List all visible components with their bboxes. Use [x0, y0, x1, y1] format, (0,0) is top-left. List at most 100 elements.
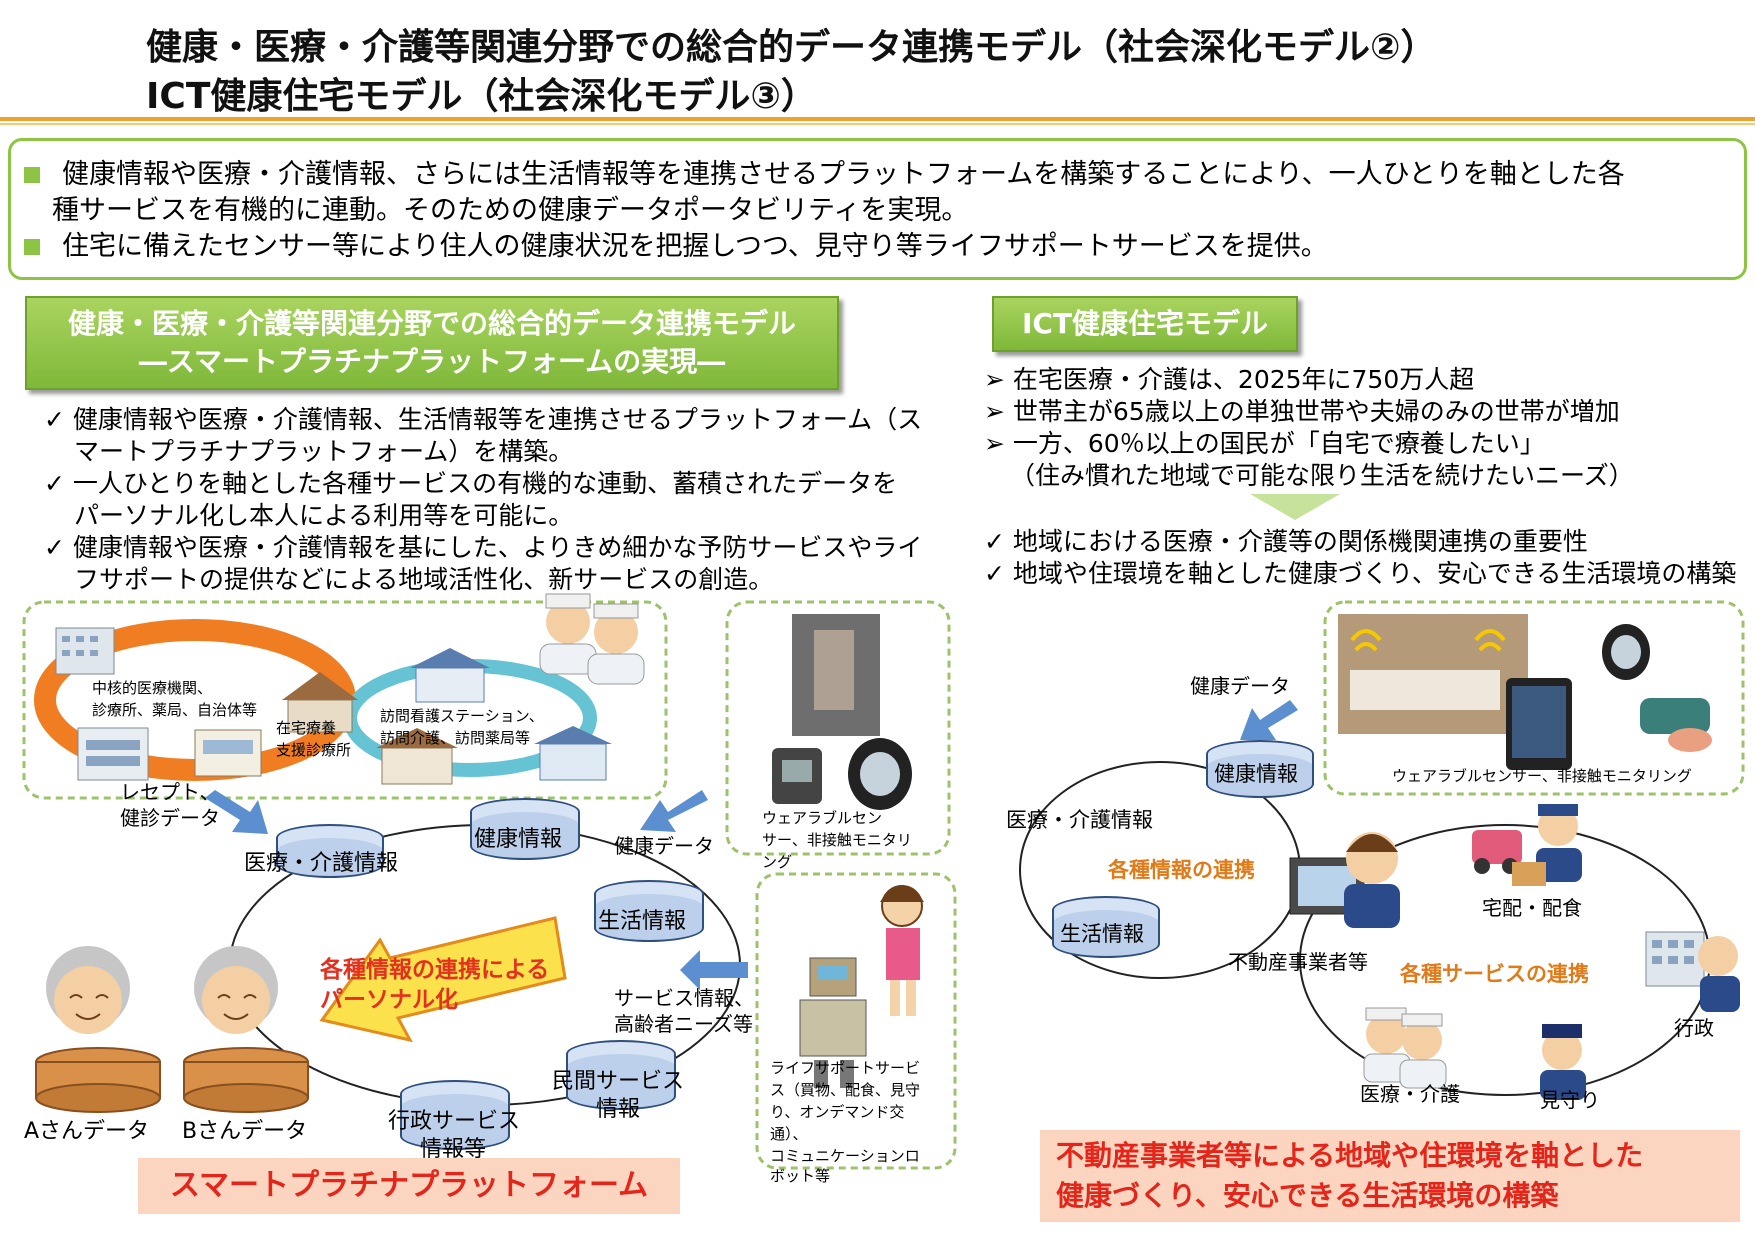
- db-private-label-1: 民間サービス: [552, 1069, 685, 1094]
- checkmark-icon: ✓: [44, 533, 65, 562]
- left-check-1-line1: 健康情報や医療・介護情報、生活情報等を連携させるプラットフォーム（ス: [72, 405, 923, 434]
- right-bullet-1: ➢ 在宅医療・介護は、2025年に750万人超: [984, 364, 1474, 396]
- db-life: [594, 880, 704, 942]
- home-sensor-frame: [1323, 600, 1745, 796]
- summary-bullet1-line2: 種サービスを有機的に連動。そのための健康データポータビリティを実現。: [52, 195, 969, 226]
- left-section-header: 健康・医療・介護等関連分野での総合的データ連携モデル ―スマートプラチナプラット…: [25, 296, 839, 390]
- person-a-data-stack: [35, 1047, 161, 1113]
- db-medical-care-label: 医療・介護情報: [244, 851, 399, 876]
- db-admin-label-2: 情報等: [420, 1137, 487, 1162]
- home-clinic-building-icon: [282, 672, 358, 733]
- service-link-label: 各種サービスの連携: [1400, 962, 1589, 986]
- wearable-label-2: サー、非接触モニタリ: [762, 831, 912, 849]
- right-db-life: [1052, 896, 1160, 958]
- person-b-data-label: Bさんデータ: [182, 1119, 308, 1144]
- right-wearable-label: ウェアラブルセンサー、非接触モニタリング: [1392, 767, 1692, 785]
- left-check-1: ✓ 健康情報や医療・介護情報、生活情報等を連携させるプラットフォーム（ス: [44, 404, 922, 436]
- medical-care-label: 医療・介護: [1360, 1082, 1460, 1106]
- lifesupport-label-3: り、オンデマンド交: [770, 1103, 905, 1121]
- visiting-care-building-icon: [376, 728, 458, 785]
- summary-bullet2: 住宅に備えたセンサー等により住人の健康状況を把握しつつ、見守り等ライフサポートサ…: [24, 229, 1328, 265]
- arrow-bullet-icon: ➢: [984, 365, 1005, 394]
- wearable-label-1: ウェアラブルセン: [762, 809, 883, 827]
- db-private-service: [566, 1040, 676, 1110]
- label-home-clinic-1: 在宅療養: [276, 719, 337, 737]
- right-check-2-text: 地域や住環境を軸とした健康づくり、安心できる生活環境の構築: [1012, 559, 1737, 588]
- doctors-icon: [539, 593, 645, 685]
- wearable-frame: [725, 600, 951, 856]
- lifesupport-label-4: 通）、: [770, 1125, 808, 1143]
- delivery-label: 宅配・配食: [1482, 896, 1582, 920]
- arrow-service-info: [680, 950, 748, 990]
- db-life-label: 生活情報: [598, 909, 687, 934]
- arrow-health-data: [640, 790, 708, 832]
- left-header-line2: ―スマートプラチナプラットフォームの実現―: [138, 345, 726, 378]
- admin-label: 行政: [1674, 1016, 1714, 1040]
- left-check-2-line1: 一人ひとりを軸とした各種サービスの有機的な連動、蓄積されたデータを: [72, 469, 898, 498]
- right-db-life-label: 生活情報: [1060, 922, 1144, 946]
- health-data-label: 健康データ: [614, 834, 714, 858]
- square-bullet-icon: [24, 239, 40, 255]
- right-health-data-label: 健康データ: [1190, 674, 1290, 698]
- db-admin-service: [400, 1080, 510, 1150]
- db-admin-label-1: 行政サービス: [388, 1109, 521, 1134]
- right-check-1-text: 地域における医療・介護等の関係機関連携の重要性: [1012, 527, 1588, 556]
- government-office-icon: [1645, 931, 1740, 1012]
- square-bullet-icon: [24, 167, 40, 183]
- left-check-3: ✓ 健康情報や医療・介護情報を基にした、よりきめ細かな予防サービスやライ: [44, 532, 922, 564]
- personalization-arrow: [319, 916, 567, 1043]
- arrow-receipt: [205, 790, 268, 834]
- label-hospital: 中核的医療機関、: [92, 679, 213, 697]
- right-bullet-3-sub: （住み慣れた地域で可能な限り生活を続けたいニーズ）: [1010, 461, 1634, 490]
- personalization-label-2: パーソナル化: [320, 987, 458, 1013]
- summary-box: [8, 138, 1747, 280]
- receipt-label-2: 健診データ: [120, 806, 220, 830]
- right-bullet-2-text: 世帯主が65歳以上の単独世帯や夫婦のみの世帯が増加: [1012, 397, 1620, 426]
- left-check-2-line2: パーソナル化し本人による利用等を可能に。: [74, 501, 574, 530]
- smart-platinum-banner: スマートプラチナプラットフォーム: [138, 1158, 680, 1214]
- label-clinic: 診療所、薬局、自治体等: [92, 701, 258, 719]
- summary-bullet1: 健康情報や医療・介護情報、さらには生活情報等を連携させるプラットフォームを構築す…: [24, 157, 1625, 193]
- right-bullet-3-text: 一方、60％以上の国民が「自宅で療養したい」: [1012, 429, 1545, 458]
- blood-pressure-monitor-icon: [1640, 698, 1710, 734]
- woman-waving-icon: [880, 885, 924, 1016]
- police-officer-icon: [1540, 1024, 1586, 1100]
- db-health: [470, 798, 580, 860]
- service-info-label-2: 高齢者ニーズ等: [614, 1012, 753, 1036]
- delivery-person-icon: [1472, 804, 1582, 886]
- label-home-clinic-2: 支援診療所: [276, 741, 352, 759]
- checkmark-icon: ✓: [984, 559, 1005, 588]
- page-title-line2: ICT健康住宅モデル（社会深化モデル③）: [146, 76, 817, 117]
- person-b-data-stack: [183, 1047, 309, 1113]
- summary-bullet1-line1: 健康情報や医療・介護情報、さらには生活情報等を連携させるプラットフォームを構築す…: [62, 159, 1625, 190]
- left-check-3-line1: 健康情報や医療・介護情報を基にした、よりきめ細かな予防サービスやライ: [72, 533, 923, 562]
- realestate-agent-icon: [1289, 832, 1400, 928]
- db-private-label-2: 情報: [596, 1097, 641, 1122]
- nursing-station-icon: [410, 648, 490, 703]
- checkmark-icon: ✓: [984, 527, 1005, 556]
- arrow-right-health-data: [1240, 700, 1298, 740]
- realestate-banner: 不動産事業者等による地域や住環境を軸とした 健康づくり、安心できる生活環境の構築: [1040, 1130, 1740, 1222]
- hospital-building-icon: [55, 627, 115, 675]
- receipt-label-1: レセプト、: [120, 780, 220, 804]
- robot-icon: [799, 957, 867, 1088]
- service-info-label-1: サービス情報、: [614, 986, 754, 1010]
- realestate-banner-line2: 健康づくり、安心できる生活環境の構築: [1056, 1179, 1559, 1212]
- right-doctors-icon: [1363, 1007, 1447, 1089]
- right-db-medical-label: 医療・介護情報: [1006, 808, 1153, 832]
- checkmark-icon: ✓: [44, 405, 65, 434]
- page-title-line1: 健康・医療・介護等関連分野での総合的データ連携モデル（社会深化モデル②）: [146, 27, 1437, 68]
- right-bullet-3: ➢ 一方、60％以上の国民が「自宅で療養したい」: [984, 428, 1545, 460]
- right-check-2: ✓ 地域や住環境を軸とした健康づくり、安心できる生活環境の構築: [984, 558, 1736, 590]
- personalization-label-1: 各種情報の連携による: [320, 957, 550, 983]
- realestate-label: 不動産事業者等: [1228, 950, 1368, 974]
- summary-bullet2-text: 住宅に備えたセンサー等により住人の健康状況を把握しつつ、見守り等ライフサポートサ…: [62, 231, 1328, 262]
- db-medical-care: [276, 824, 384, 878]
- arrow-bullet-icon: ➢: [984, 397, 1005, 426]
- label-nursing-1: 訪問看護ステーション、: [380, 707, 544, 725]
- right-db-health: [1206, 740, 1314, 798]
- medical-network-frame: [22, 600, 668, 800]
- title-rule: [0, 117, 1755, 121]
- right-db-health-label: 健康情報: [1214, 762, 1298, 786]
